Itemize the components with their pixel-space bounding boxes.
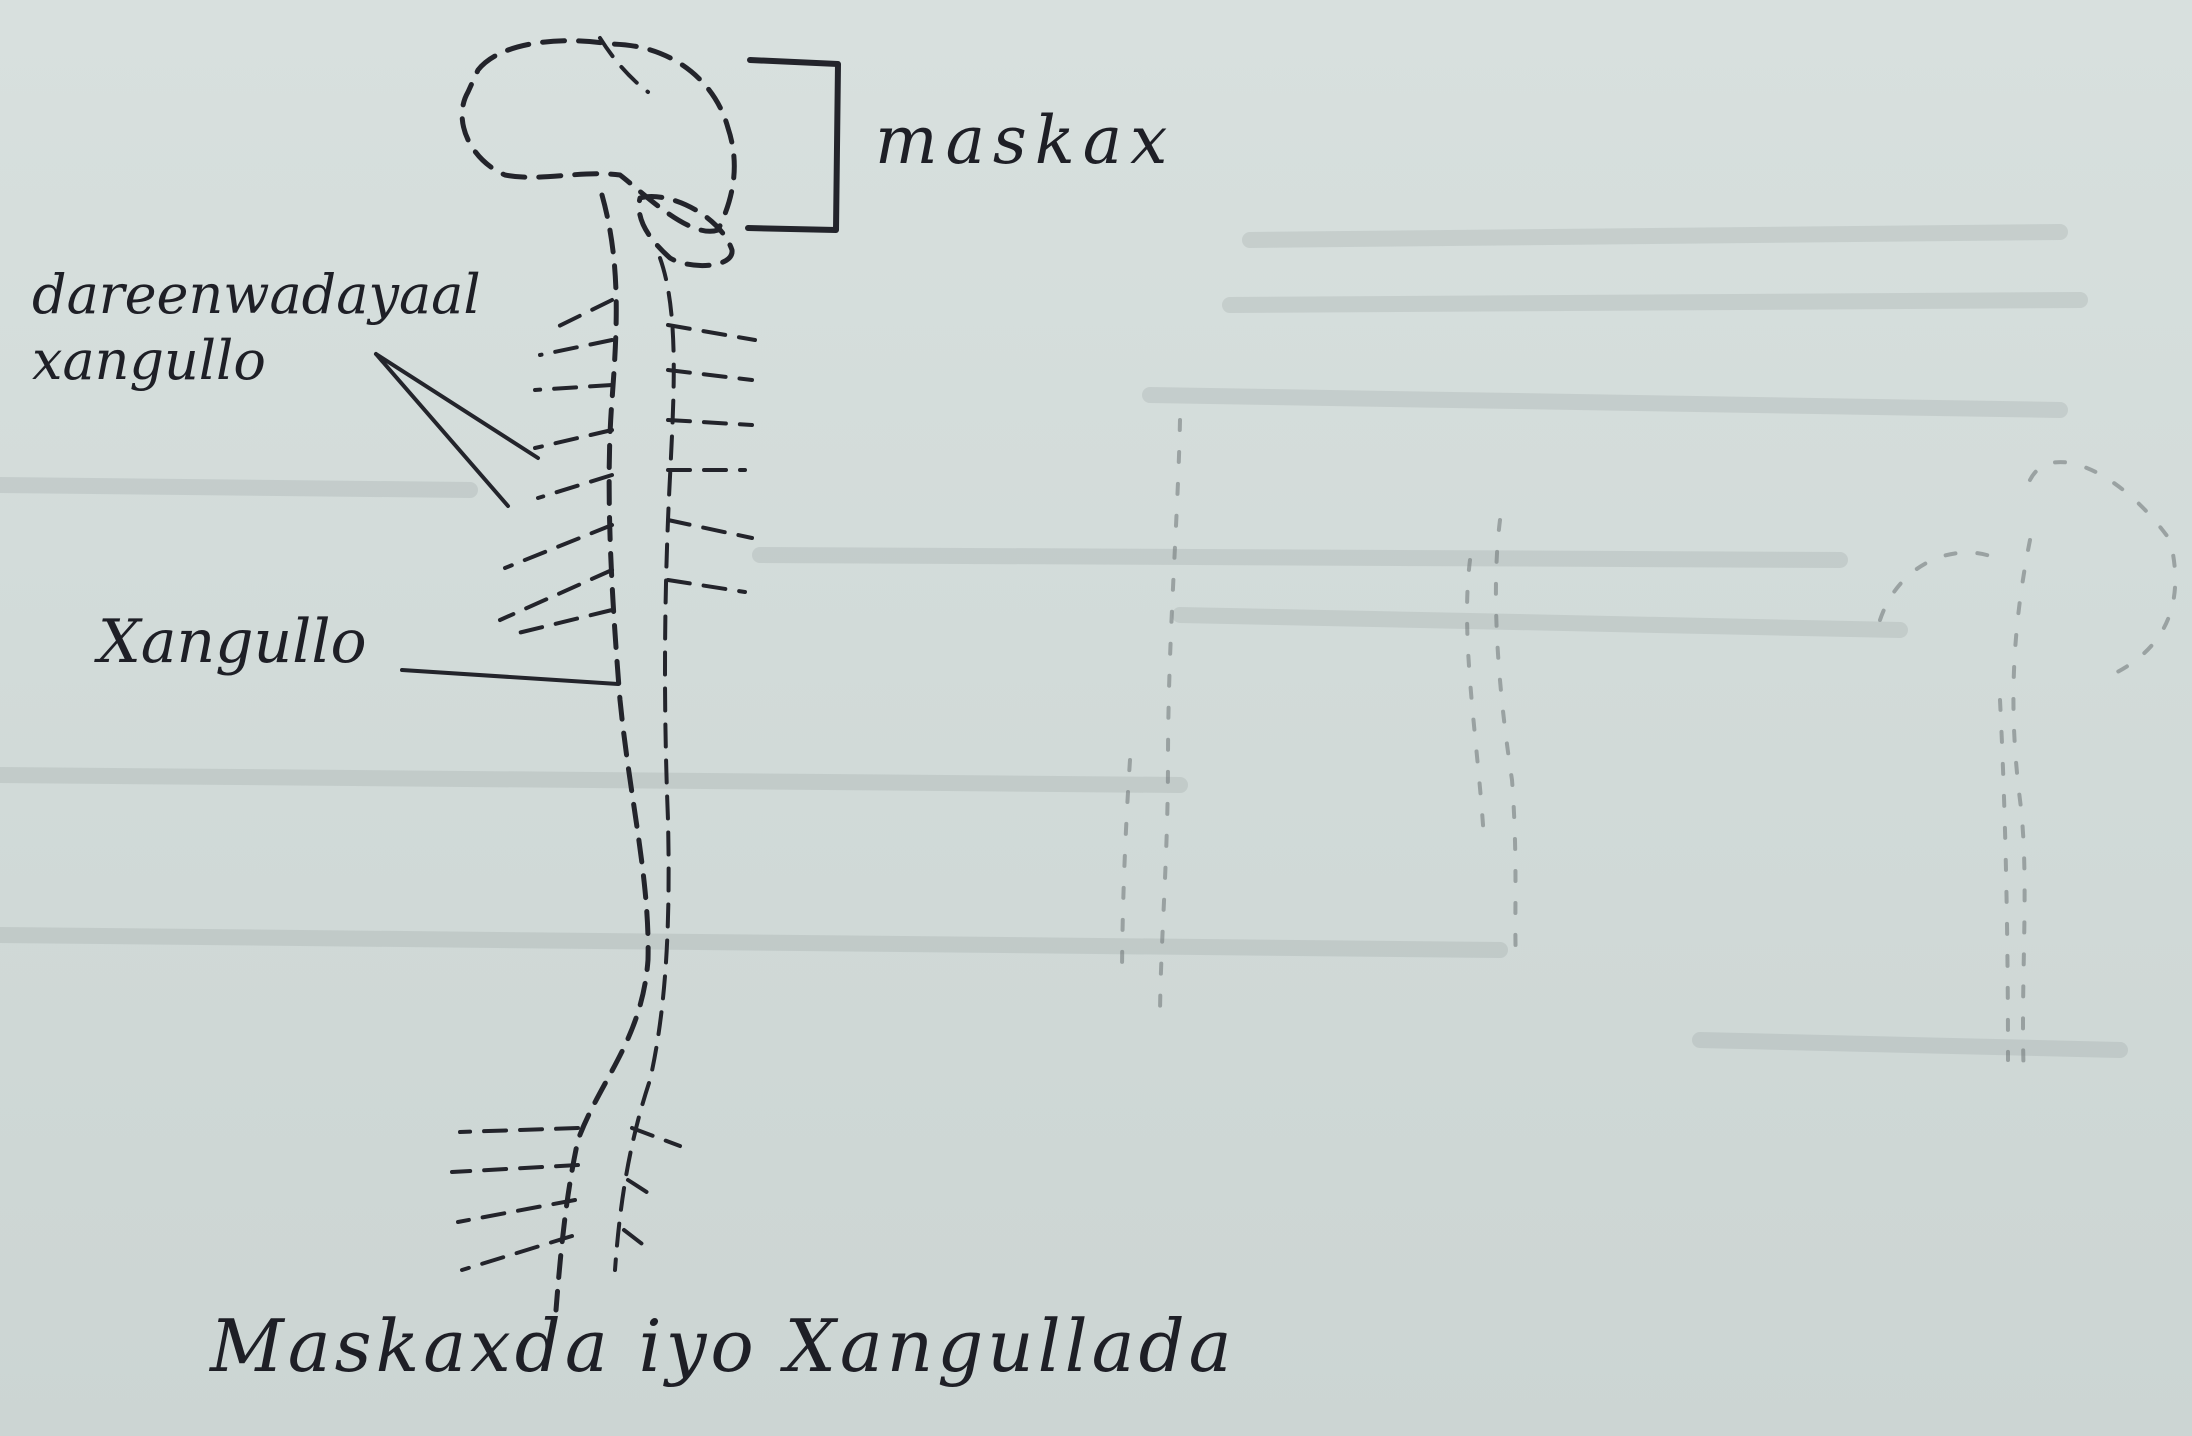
spinal-nerves-label-line-2: xangullo [32, 328, 481, 394]
spinal-cord [556, 195, 674, 1310]
brain-cerebrum [462, 41, 734, 232]
diagram-caption: Maskaxda iyo Xangullada [210, 1310, 1236, 1382]
upper-nerves-left [500, 300, 612, 635]
brain-label: maskax [875, 108, 1175, 174]
spinal-cord-leader-line [402, 670, 618, 684]
spinal-nerves-label: dareenwadayaal xangullo [32, 262, 481, 394]
spinal-nerves-label-line-1: dareenwadayaal [32, 262, 481, 328]
brain-bracket [748, 60, 838, 230]
faint-sketches [1122, 420, 2175, 1080]
upper-nerves-right [668, 325, 755, 592]
spinal-cord-label: Xangullo [98, 612, 367, 672]
brain-cerebellum [639, 197, 732, 266]
